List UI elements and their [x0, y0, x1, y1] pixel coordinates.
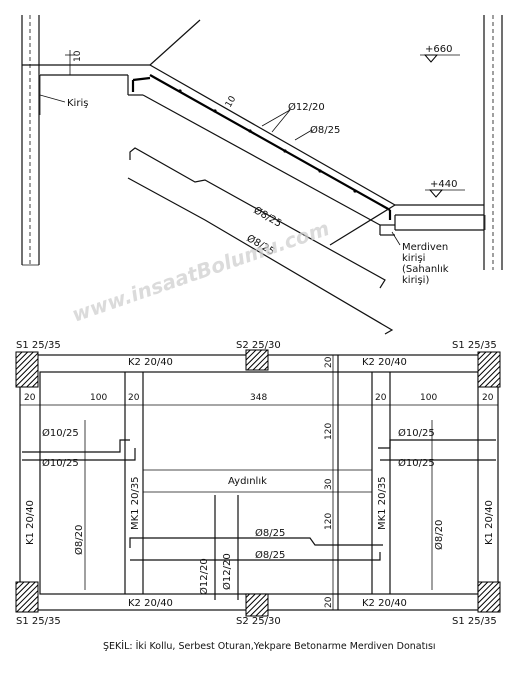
- right-wall: [483, 15, 503, 270]
- sloped-stair-slab: [142, 64, 396, 226]
- beam-k2-bottom-right: K2 20/40: [362, 598, 407, 609]
- vertical-bars: Ø12/20 Ø12/20: [198, 495, 239, 600]
- bar-mid-1: Ø8/25: [255, 527, 285, 539]
- dim-20-c: 20: [375, 393, 387, 403]
- bar-left-1: Ø10/25: [42, 427, 79, 439]
- bar-right-2: Ø10/25: [398, 457, 435, 469]
- column-tr: [477, 351, 501, 388]
- beam-mk1-right: MK1 20/35: [377, 476, 388, 530]
- column-bc: [245, 593, 269, 617]
- bar-left-2: Ø10/25: [42, 457, 79, 469]
- upper-landing-slab: [22, 64, 151, 115]
- level-bottom-label: +440: [430, 179, 457, 190]
- column-br: [477, 581, 501, 613]
- stair-beam-line1: Merdiven: [402, 242, 448, 253]
- beam-mk1-left: MK1 20/35: [130, 476, 141, 530]
- column-label-bl: S1 25/35: [16, 616, 61, 627]
- dim-30: 30: [324, 478, 334, 490]
- stair-beam-line2: kirişi: [402, 253, 425, 264]
- bar-right-1: Ø10/25: [398, 427, 435, 439]
- level-marker-bottom: +440: [425, 179, 465, 198]
- dim-20-top: 20: [324, 356, 334, 368]
- level-top-label: +660: [425, 44, 452, 55]
- stair-beam-label-group: Merdiven kirişi (Sahanlık kirişi): [391, 231, 449, 286]
- beam-k2-top-left: K2 20/40: [128, 357, 173, 368]
- left-wall: [21, 15, 40, 266]
- dim-100-left: 100: [90, 393, 107, 403]
- beam-k2-bottom-left: K2 20/40: [128, 598, 173, 609]
- column-label-bc: S2 25/30: [236, 616, 281, 627]
- dim-20-d: 20: [482, 393, 494, 403]
- beam-label: Kiriş: [67, 98, 88, 109]
- column-tc: [245, 349, 269, 371]
- middle-bars: Ø8/25 Ø8/25: [129, 527, 383, 561]
- figure-caption: ŞEKİL: İki Kollu, Serbest Oturan,Yekpare…: [103, 641, 436, 652]
- lower-landing-slab: [379, 204, 486, 236]
- stair-beam-line4: kirişi): [402, 275, 429, 286]
- bar-left-vertical: Ø8/20: [73, 525, 85, 555]
- bar-mid-2: Ø8/25: [255, 549, 285, 561]
- detached-rebar-bottom: [127, 177, 394, 335]
- right-bars: Ø10/25 Ø10/25 Ø8/20: [378, 420, 496, 590]
- detached-rebar-top: [129, 147, 386, 289]
- beam-k2-top-right: K2 20/40: [362, 357, 407, 368]
- dim-120-top: 120: [324, 423, 334, 440]
- stair-section-view: +660 +440 10 Kiriş 10 Ø12/20 Ø8/25 Ø8/25: [21, 15, 503, 335]
- lower-flight-line: [329, 204, 396, 246]
- beam-k1-left: K1 20/40: [25, 500, 36, 545]
- left-bars: Ø10/25 Ø10/25 Ø8/20: [22, 420, 136, 590]
- stair-plan-view: 20 100 20 348 20 100 20 20 120 30 120 20…: [15, 340, 501, 627]
- column-label-br: S1 25/35: [452, 616, 497, 627]
- dim-20-b: 20: [128, 393, 140, 403]
- bar-vertical-2: Ø12/20: [221, 553, 233, 590]
- column-label-tl: S1 25/35: [16, 340, 61, 351]
- column-label-tc: S2 25/30: [236, 340, 281, 351]
- bar-lower-label-1: Ø8/25: [252, 204, 284, 230]
- upper-flight-line: [149, 19, 201, 66]
- landing-label: Aydınlık: [228, 476, 267, 487]
- rebar-dots: [178, 89, 357, 193]
- column-tl: [15, 351, 39, 388]
- level-marker-top: +660: [420, 44, 460, 63]
- bar-main-label: Ø12/20: [288, 101, 325, 113]
- slab-dimension: 10: [65, 50, 83, 75]
- column-label-tr: S1 25/35: [452, 340, 497, 351]
- dim-348: 348: [250, 393, 267, 403]
- stair-beam-line3: (Sahanlık: [402, 264, 449, 275]
- dim-100-right: 100: [420, 393, 437, 403]
- dim-slab-top: 10: [73, 50, 83, 62]
- dim-20-bot: 20: [324, 596, 334, 608]
- beam-k1-right: K1 20/40: [484, 500, 495, 545]
- dim-120-bot: 120: [324, 513, 334, 530]
- column-bl: [15, 581, 39, 613]
- bar-right-vertical: Ø8/20: [433, 520, 445, 550]
- slab-thickness-label: 10: [224, 94, 239, 109]
- beam-label-group: Kiriş: [39, 94, 88, 109]
- bar-vertical-1: Ø12/20: [198, 558, 210, 595]
- bar-dist-label: Ø8/25: [310, 124, 340, 136]
- dim-20-a: 20: [24, 393, 36, 403]
